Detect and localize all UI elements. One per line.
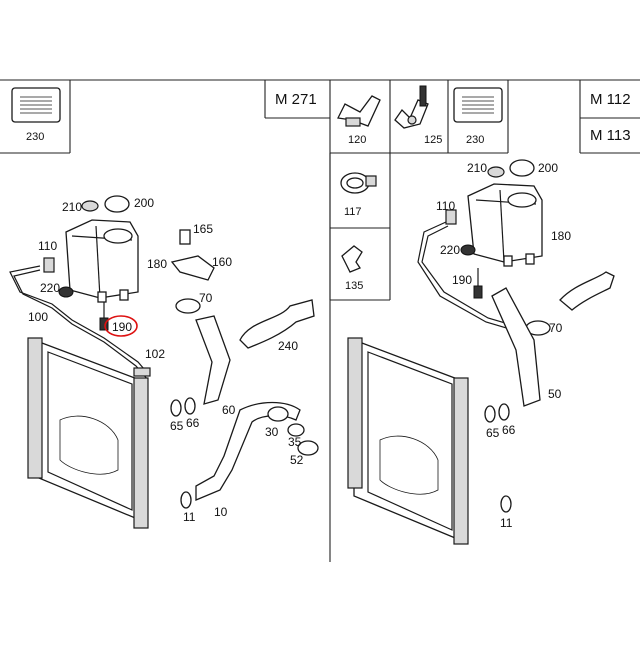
reference-box-120: 120 <box>337 95 381 146</box>
callout-165: 165 <box>193 222 213 236</box>
hose-100 <box>9 265 151 377</box>
layout-frame <box>0 79 640 562</box>
left-callouts: 210 200 110 165 180 160 220 70 100 190 2… <box>28 196 304 524</box>
sensor-190-left <box>99 302 109 331</box>
callout-70-left: 70 <box>199 291 213 305</box>
callout-100: 100 <box>28 310 48 324</box>
box-number: 230 <box>466 134 484 146</box>
callout-35: 35 <box>288 435 302 449</box>
reference-box-117: 117 <box>340 172 377 218</box>
left-assembly <box>9 195 319 529</box>
model-code-m113: M 113 <box>590 127 631 144</box>
radiator-right <box>347 337 469 545</box>
callout-110-left: 110 <box>38 239 57 253</box>
callout-50: 50 <box>548 387 562 401</box>
model-code-m112: M 112 <box>590 91 631 108</box>
callout-240-left: 240 <box>278 339 298 353</box>
callout-65-right: 65 <box>486 426 500 440</box>
box-number: 125 <box>424 134 442 146</box>
callout-30: 30 <box>265 425 279 439</box>
clip-35 <box>287 423 305 437</box>
reference-box-135: 135 <box>341 245 363 292</box>
ring-66-left <box>184 397 196 415</box>
connector-102 <box>133 367 151 377</box>
expansion-tank-left <box>65 219 139 303</box>
callout-160: 160 <box>212 255 232 269</box>
callout-220-left: 220 <box>40 281 60 295</box>
right-assembly <box>347 159 615 545</box>
highlight-circle-190 <box>104 315 138 337</box>
clamp-70-left <box>175 298 201 314</box>
cap-210-left <box>81 200 99 212</box>
box-number: 120 <box>348 134 366 146</box>
cap-220-left <box>58 286 74 298</box>
hose-240-left <box>239 299 315 349</box>
ring-65-right <box>484 405 496 423</box>
clip-30 <box>267 406 289 422</box>
clip-52 <box>297 440 319 456</box>
plug-110-left <box>43 257 55 273</box>
expansion-tank-right <box>467 183 543 267</box>
cap-210-right <box>487 166 505 178</box>
hose-upper-right <box>559 271 615 311</box>
ring-11-left <box>180 491 192 509</box>
callout-220-right: 220 <box>440 243 460 257</box>
ring-65-left <box>170 399 182 417</box>
ring-11-right <box>500 495 512 513</box>
hose-50 <box>491 287 541 407</box>
sensor-190-right <box>473 268 483 299</box>
callout-66-right: 66 <box>502 423 516 437</box>
plug-110-right <box>445 209 457 225</box>
callout-11-right: 11 <box>500 516 513 530</box>
box-number: 230 <box>26 131 44 143</box>
radiator-left <box>27 337 149 529</box>
ring-66-right <box>498 403 510 421</box>
reference-box-125: 125 <box>394 85 442 146</box>
bolt-165 <box>179 229 191 245</box>
cap-200-left <box>104 195 130 213</box>
callout-52: 52 <box>290 453 304 467</box>
callout-200-left: 200 <box>134 196 154 210</box>
reference-box-230-left: 230 <box>11 87 61 143</box>
callout-65-left: 65 <box>170 419 184 433</box>
box-number: 135 <box>345 280 363 292</box>
callout-180-right: 180 <box>551 229 571 243</box>
cap-200-right <box>509 159 535 177</box>
bracket-160 <box>170 255 215 281</box>
callout-70-right: 70 <box>549 321 563 335</box>
callout-210-right: 210 <box>467 161 487 175</box>
box-number: 117 <box>344 206 362 218</box>
hose-10 <box>195 401 301 501</box>
callout-10: 10 <box>214 505 228 519</box>
callout-102: 102 <box>145 347 165 361</box>
right-callouts: 210 200 110 180 220 190 70 50 65 66 11 <box>436 161 571 530</box>
callout-110-right: 110 <box>436 199 455 213</box>
hose-line-right <box>417 221 521 333</box>
callout-66-left: 66 <box>186 416 200 430</box>
callout-60: 60 <box>222 403 236 417</box>
reference-box-230-right: 230 <box>453 87 503 146</box>
callout-190-left: 190 <box>112 320 132 334</box>
cap-220-right <box>460 244 476 256</box>
callout-180-left: 180 <box>147 257 167 271</box>
callout-190-right: 190 <box>452 273 472 287</box>
hose-60 <box>195 315 231 405</box>
callout-210-left: 210 <box>62 200 82 214</box>
model-code-m271: M 271 <box>275 91 317 108</box>
callout-11-left: 11 <box>183 510 196 524</box>
callout-200-right: 200 <box>538 161 558 175</box>
